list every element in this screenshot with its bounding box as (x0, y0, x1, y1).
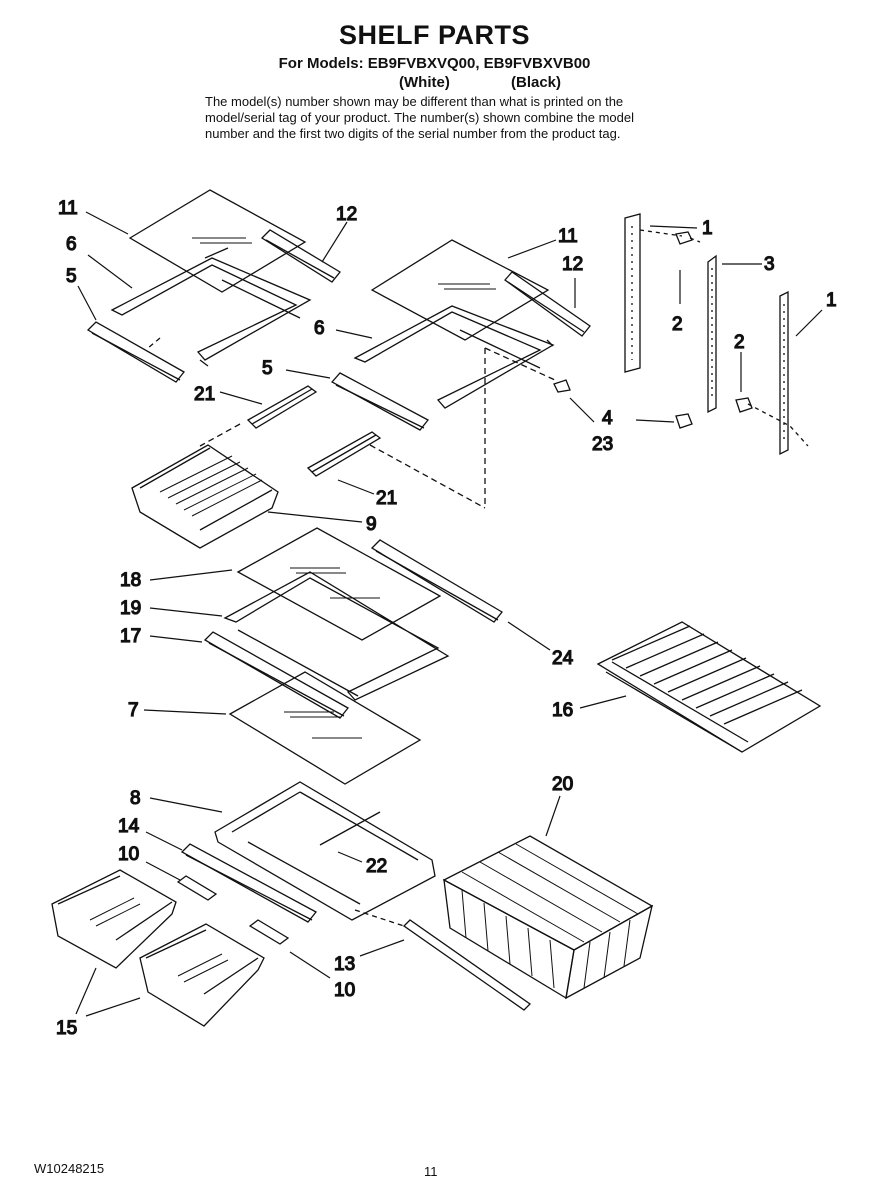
callout-5: 5 (66, 266, 77, 287)
trim-rail-left (260, 229, 341, 283)
callout-6: 6 (314, 318, 325, 339)
crisper-slide (176, 875, 218, 901)
assembly-line (369, 444, 486, 509)
callout-20: 20 (552, 774, 573, 795)
page-number: 11 (424, 1164, 438, 1179)
crisper-drawer-right (139, 923, 265, 1027)
callout-13: 13 (334, 954, 355, 975)
glass-shelf-middle (236, 527, 442, 641)
callout-11: 11 (558, 226, 578, 247)
color-black-label: (Black) (511, 74, 562, 91)
screw (735, 397, 753, 413)
callout-11: 11 (58, 198, 78, 219)
callout-2: 2 (734, 332, 745, 353)
glass-shelf-lower (228, 671, 422, 785)
trim-rail-right (504, 271, 591, 337)
drawer-slide-left (246, 385, 318, 429)
crisper-shelf-trim (180, 843, 317, 923)
model-numbers: For Models: EB9FVBXVQ00, EB9FVBXVB00 (278, 55, 591, 72)
shelf-trim-front-right (330, 372, 429, 431)
callout-24: 24 (552, 648, 574, 669)
callout-8: 8 (130, 788, 141, 809)
shelf-ladder-left (624, 213, 641, 373)
callout-12: 12 (562, 254, 583, 275)
callout-1: 1 (826, 290, 837, 311)
shelf-frame-middle (223, 571, 450, 701)
crisper-drawer-left (51, 869, 177, 969)
callout-17: 17 (120, 626, 141, 647)
callout-22: 22 (366, 856, 387, 877)
screw (553, 379, 571, 393)
callout-18: 18 (120, 570, 141, 591)
assembly-line (354, 909, 405, 927)
callout-5: 5 (262, 358, 273, 379)
shelf-trim-middle (203, 631, 349, 719)
drawer-slide-right (306, 431, 382, 477)
page-title: SHELF PARTS (338, 20, 530, 50)
model-note: The model(s) number shown may be differe… (205, 94, 725, 142)
callout-14: 14 (118, 816, 140, 837)
screw (675, 231, 693, 245)
glass-shelf-top-left (128, 189, 307, 293)
crisper-cover-frame (214, 781, 436, 921)
assembly-line (747, 403, 809, 447)
callout-1: 1 (702, 218, 713, 239)
callout-19: 19 (120, 598, 141, 619)
shelf-frame-right (353, 305, 555, 409)
assembly-line (484, 347, 556, 381)
callout-21: 21 (376, 488, 397, 509)
note-line: model/serial tag of your product. The nu… (205, 110, 634, 125)
callout-23: 23 (592, 434, 613, 455)
shelf-ladder-center (707, 254, 717, 414)
shelf-ladder-right (779, 290, 789, 456)
note-line: The model(s) number shown may be differe… (205, 94, 624, 109)
color-white-label: (White) (399, 74, 450, 91)
callout-10: 10 (118, 844, 139, 865)
shelf-trim-rear (370, 539, 503, 623)
shelf-frame-left (110, 247, 312, 367)
crisper-slide (248, 919, 290, 945)
document-number: W10248215 (34, 1161, 105, 1176)
callout-3: 3 (764, 254, 775, 275)
assembly-line (147, 337, 161, 349)
deli-drawer (131, 444, 279, 549)
cover-support-rod (402, 919, 532, 1011)
screw (675, 413, 693, 429)
callout-4: 4 (602, 408, 613, 429)
callout-6: 6 (66, 234, 77, 255)
glass-shelf-top-right (370, 239, 550, 341)
shelf-trim-front-left (86, 321, 185, 383)
leader-lines (75, 211, 823, 1017)
callout-12: 12 (336, 204, 357, 225)
wire-shelf (596, 621, 822, 753)
callout-16: 16 (552, 700, 573, 721)
wire-basket (442, 835, 654, 1000)
callout-10: 10 (334, 980, 355, 1001)
callout-9: 9 (366, 514, 377, 535)
callout-21: 21 (194, 384, 215, 405)
callout-2: 2 (672, 314, 683, 335)
note-line: number and the first two digits of the s… (205, 126, 621, 141)
callout-15: 15 (56, 1018, 77, 1039)
assembly-line (199, 423, 241, 447)
callout-7: 7 (128, 700, 139, 721)
